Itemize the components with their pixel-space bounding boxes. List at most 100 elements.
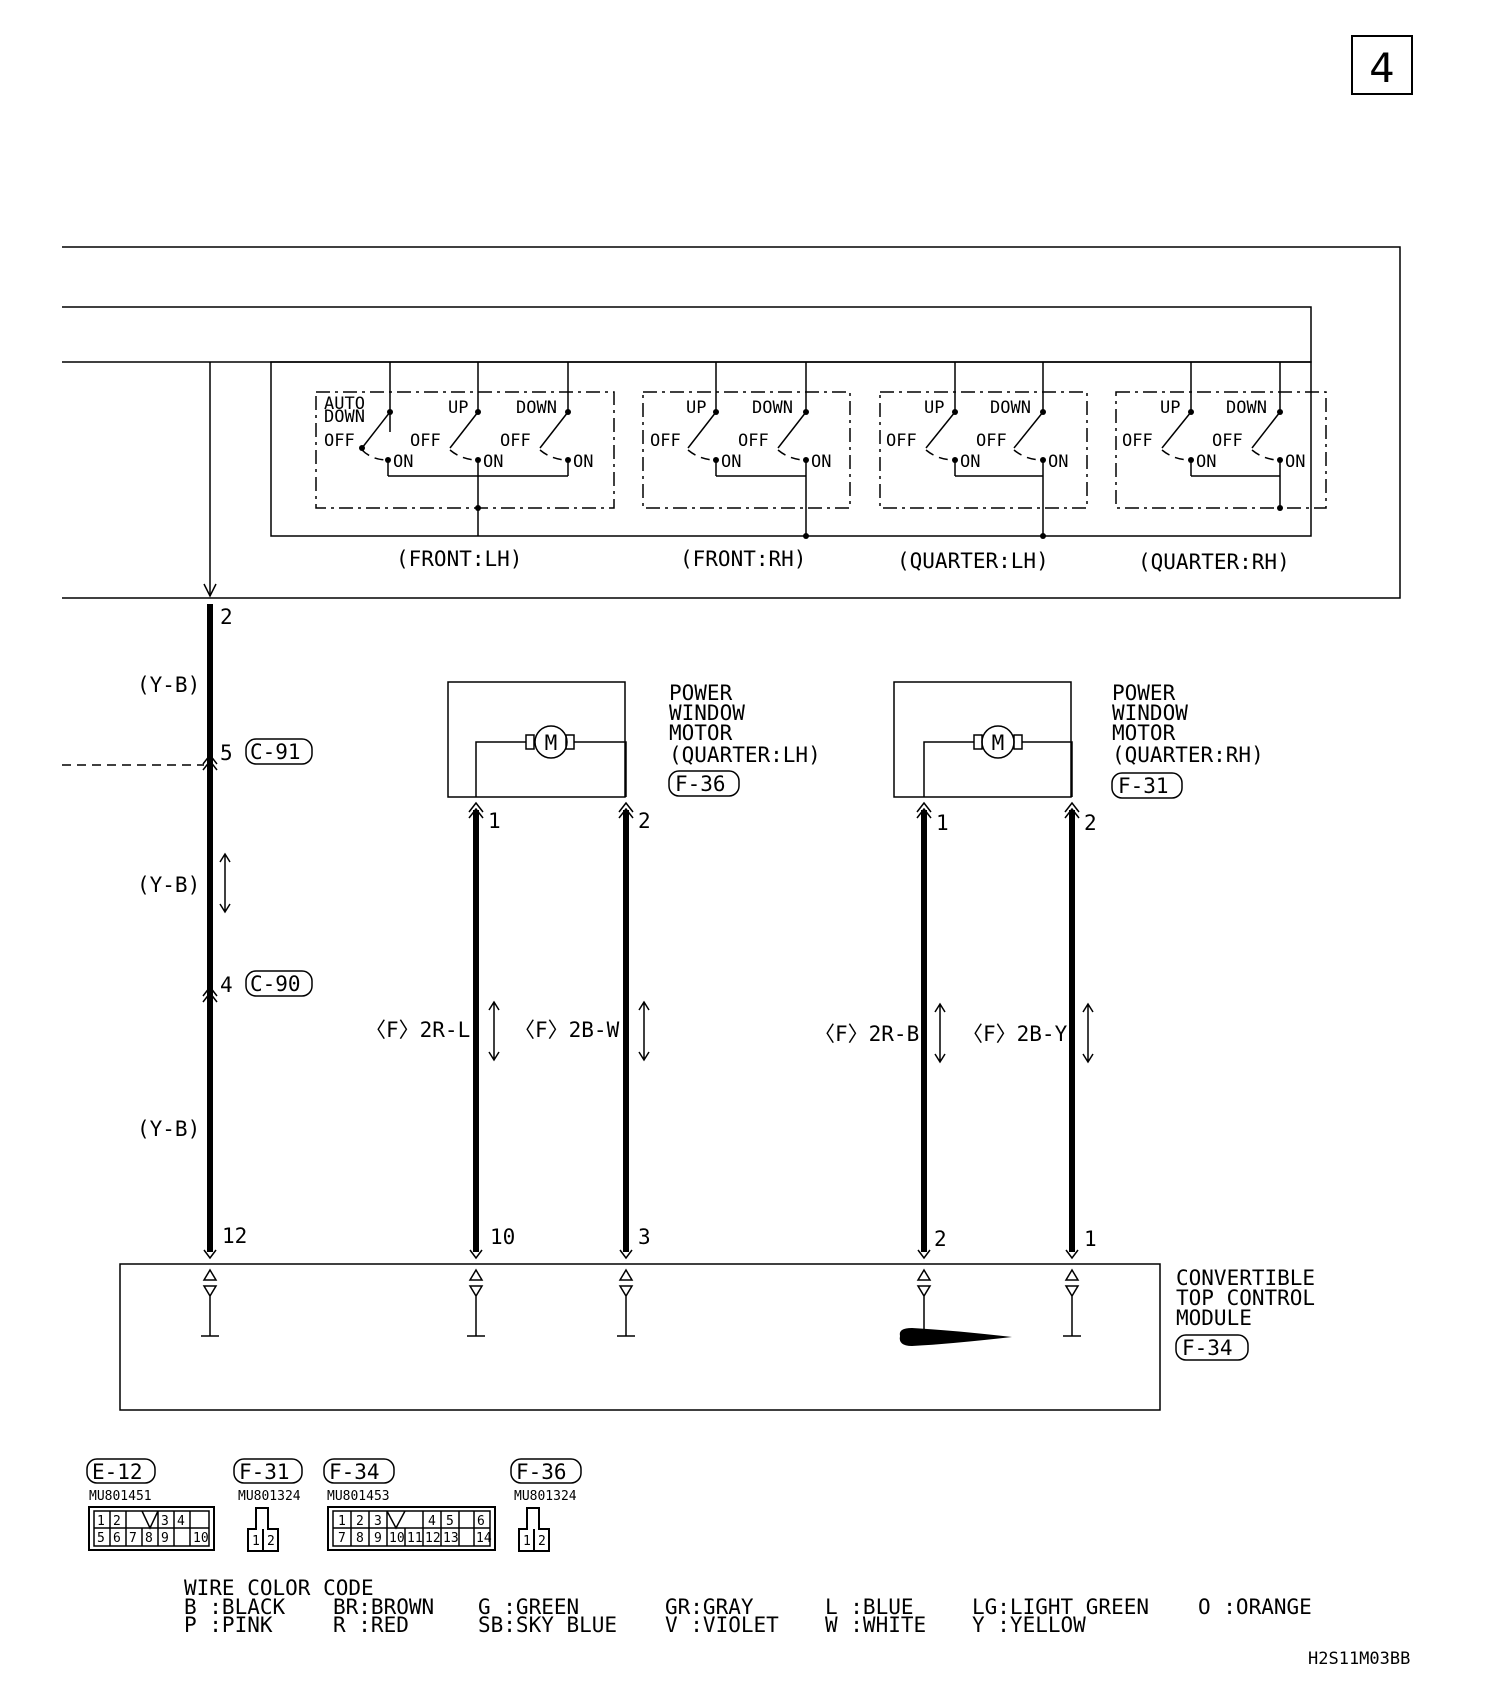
svg-text:AUTO: AUTO xyxy=(324,394,365,414)
svg-text:3: 3 xyxy=(638,1225,651,1249)
svg-text:〈F〉2R-B: 〈F〉2R-B xyxy=(814,1022,919,1046)
svg-text:POWER: POWER xyxy=(1112,681,1176,705)
svg-text:OFF: OFF xyxy=(1122,431,1153,451)
connector-f36-key-badge xyxy=(510,1458,582,1484)
svg-text:CONVERTIBLE: CONVERTIBLE xyxy=(1176,1266,1315,1290)
svg-text:6: 6 xyxy=(477,1514,485,1529)
svg-text:7: 7 xyxy=(338,1531,346,1546)
switch-assembly-frame xyxy=(62,246,1401,599)
svg-text:ON: ON xyxy=(1196,452,1216,472)
svg-text:ON: ON xyxy=(573,452,593,472)
svg-text:1: 1 xyxy=(1084,1227,1097,1251)
svg-text:GR:GRAY: GR:GRAY xyxy=(665,1595,754,1619)
svg-text:6: 6 xyxy=(113,1531,121,1546)
switch-quarter-rh xyxy=(1115,391,1327,509)
svg-text:1: 1 xyxy=(338,1514,346,1529)
connector-c90-badge xyxy=(245,970,313,997)
motor-quarter-lh xyxy=(447,681,626,798)
svg-text:8: 8 xyxy=(356,1531,364,1546)
motor-quarter-rh xyxy=(893,681,1072,798)
svg-text:2: 2 xyxy=(356,1514,364,1529)
svg-text:DOWN: DOWN xyxy=(516,398,557,418)
svg-text:4: 4 xyxy=(177,1514,185,1529)
svg-text:OFF: OFF xyxy=(410,431,441,451)
svg-text:1: 1 xyxy=(936,811,949,835)
svg-text:〈F〉2R-L: 〈F〉2R-L xyxy=(365,1018,470,1042)
ink-blot xyxy=(899,1328,1012,1346)
svg-text:SB:SKY BLUE: SB:SKY BLUE xyxy=(478,1613,617,1637)
svg-text:1: 1 xyxy=(97,1514,105,1529)
svg-text:2: 2 xyxy=(220,605,233,629)
connector-e12-badge xyxy=(86,1458,156,1484)
svg-text:F-36: F-36 xyxy=(675,772,726,796)
svg-text:OFF: OFF xyxy=(500,431,531,451)
connector-f34-badge xyxy=(1175,1334,1249,1361)
svg-text:MODULE: MODULE xyxy=(1176,1306,1252,1330)
svg-text:B :BLACK: B :BLACK xyxy=(184,1595,286,1619)
svg-text:UP: UP xyxy=(448,398,468,418)
svg-text:F-34: F-34 xyxy=(1182,1336,1233,1360)
svg-text:8: 8 xyxy=(145,1531,153,1546)
svg-text:ON: ON xyxy=(393,452,413,472)
connector-f36-badge xyxy=(668,770,740,797)
svg-text:UP: UP xyxy=(686,398,706,418)
svg-text:M: M xyxy=(992,731,1005,755)
svg-text:MOTOR: MOTOR xyxy=(1112,721,1176,745)
label-front-rh: (FRONT:RH) xyxy=(680,547,806,571)
convertible-top-control-module xyxy=(119,1263,1161,1411)
svg-text:ON: ON xyxy=(483,452,503,472)
svg-text:10: 10 xyxy=(389,1531,405,1546)
svg-text:4: 4 xyxy=(428,1514,436,1529)
svg-text:P :PINK: P :PINK xyxy=(184,1613,273,1637)
label-quarter-rh: (QUARTER:RH) xyxy=(1138,550,1290,574)
svg-text:14: 14 xyxy=(476,1531,492,1546)
svg-text:W :WHITE: W :WHITE xyxy=(825,1613,926,1637)
svg-text:ON: ON xyxy=(1285,452,1305,472)
svg-text:(Y-B): (Y-B) xyxy=(137,673,200,697)
svg-text:R :RED: R :RED xyxy=(333,1613,409,1637)
page-number-box xyxy=(1351,35,1413,95)
svg-text:C-90: C-90 xyxy=(250,972,301,996)
svg-text:(QUARTER:RH): (QUARTER:RH) xyxy=(1112,743,1264,767)
motor-lh-symbol xyxy=(534,725,568,759)
svg-text:C-91: C-91 xyxy=(250,740,301,764)
svg-text:9: 9 xyxy=(374,1531,382,1546)
svg-text:1: 1 xyxy=(488,809,501,833)
svg-text:MU801451: MU801451 xyxy=(89,1489,152,1504)
svg-text:WINDOW: WINDOW xyxy=(1112,701,1188,725)
svg-text:MU801324: MU801324 xyxy=(514,1489,577,1504)
svg-text:DOWN: DOWN xyxy=(324,407,365,427)
svg-text:UP: UP xyxy=(924,398,944,418)
svg-text:TOP CONTROL: TOP CONTROL xyxy=(1176,1286,1315,1310)
svg-text:MOTOR: MOTOR xyxy=(669,721,733,745)
svg-text:2: 2 xyxy=(934,1227,947,1251)
svg-text:4: 4 xyxy=(220,973,233,997)
connector-f36-face xyxy=(518,1507,550,1552)
svg-text:10: 10 xyxy=(193,1531,209,1546)
svg-text:G :GREEN: G :GREEN xyxy=(478,1595,579,1619)
switch-panel-frame xyxy=(270,361,1312,537)
svg-text:7: 7 xyxy=(129,1531,137,1546)
svg-text:2: 2 xyxy=(1084,811,1097,835)
connector-f34-key-badge xyxy=(323,1458,395,1484)
svg-text:9: 9 xyxy=(161,1531,169,1546)
connector-f31-badge xyxy=(1111,772,1183,799)
svg-text:DOWN: DOWN xyxy=(990,398,1031,418)
svg-text:5: 5 xyxy=(446,1514,454,1529)
svg-text:ON: ON xyxy=(721,452,741,472)
svg-text:E-12: E-12 xyxy=(92,1460,143,1484)
svg-text:10: 10 xyxy=(490,1225,515,1249)
svg-text:MU801324: MU801324 xyxy=(238,1489,301,1504)
svg-text:3: 3 xyxy=(161,1514,169,1529)
connector-f31-key-badge xyxy=(233,1458,303,1484)
switch-front-lh xyxy=(315,391,615,509)
drawing-code: H2S11M03BB xyxy=(1308,1649,1410,1669)
svg-text:2: 2 xyxy=(113,1514,121,1529)
svg-text:5: 5 xyxy=(97,1531,105,1546)
svg-text:F-34: F-34 xyxy=(329,1460,380,1484)
svg-text:〈F〉2B-Y: 〈F〉2B-Y xyxy=(962,1022,1068,1046)
svg-text:〈F〉2B-W: 〈F〉2B-W xyxy=(514,1018,620,1042)
svg-text:ON: ON xyxy=(1048,452,1068,472)
svg-text:OFF: OFF xyxy=(738,431,769,451)
svg-text:(Y-B): (Y-B) xyxy=(137,1117,200,1141)
